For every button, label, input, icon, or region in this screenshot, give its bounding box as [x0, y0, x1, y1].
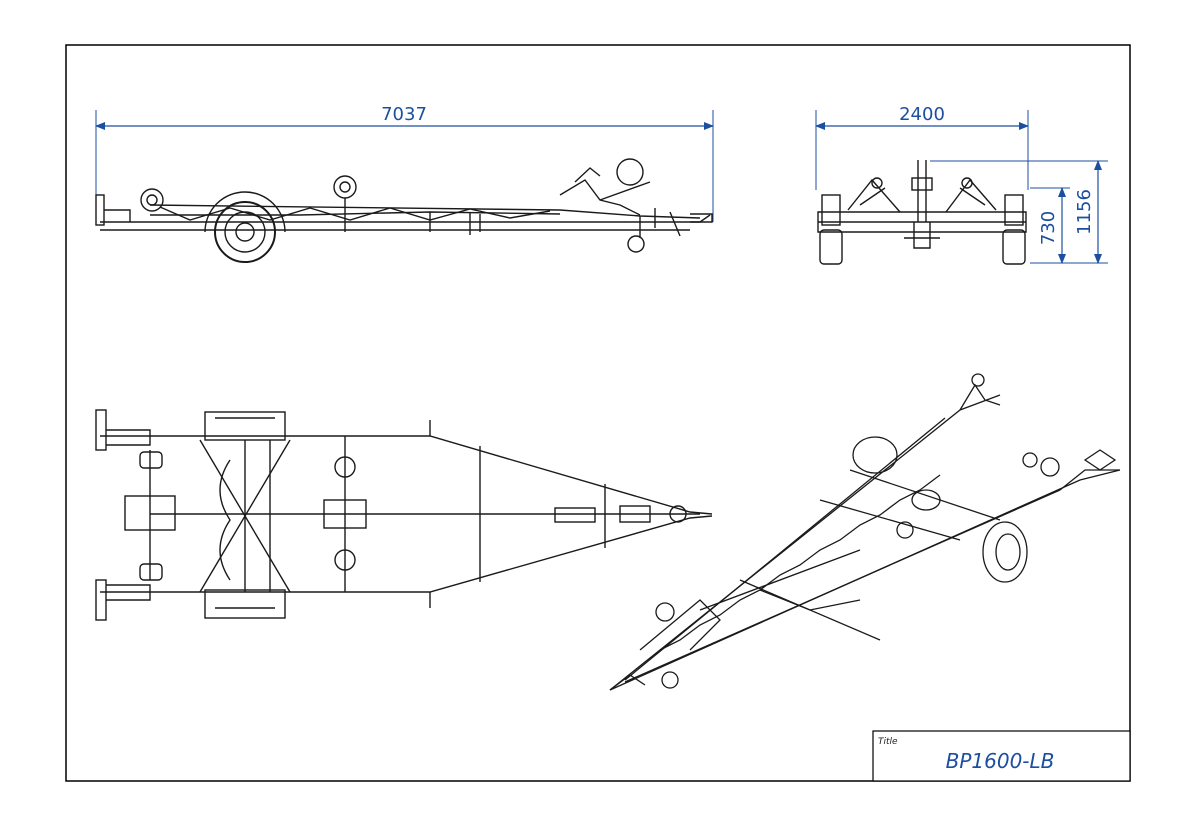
front-view: 2400 1156 730: [815, 104, 1108, 265]
title-block-label: Title: [878, 737, 898, 747]
front-height-frame-label: 730: [1038, 211, 1059, 245]
title-block: Title BP1600-LB: [872, 730, 1131, 782]
dimension-front-height-frame: 730: [1030, 187, 1070, 264]
isometric-view: [609, 373, 1121, 691]
top-view: [95, 409, 713, 621]
drawing-title: BP1600-LB: [946, 749, 1055, 773]
side-view: 7037: [95, 104, 714, 263]
front-width-label: 2400: [899, 104, 945, 125]
dimension-front-height-total: 1156: [930, 160, 1108, 264]
front-height-total-label: 1156: [1074, 189, 1095, 235]
dimension-side-length: 7037: [95, 104, 714, 222]
sheet-border: [65, 44, 1131, 782]
side-length-label: 7037: [381, 104, 427, 125]
dimension-front-width: 2400: [815, 104, 1029, 190]
